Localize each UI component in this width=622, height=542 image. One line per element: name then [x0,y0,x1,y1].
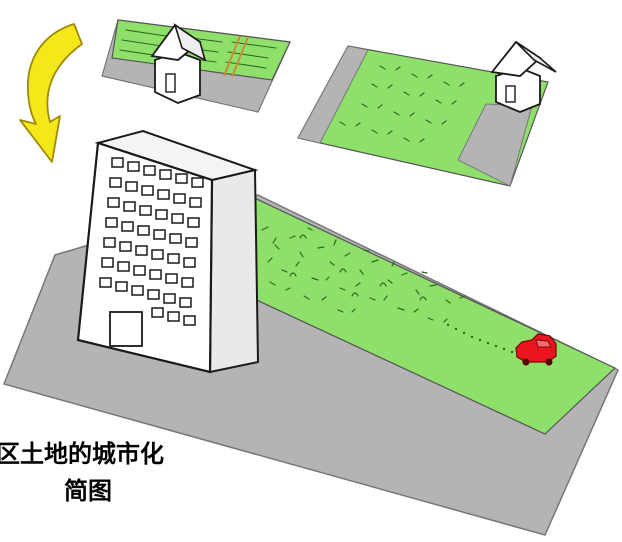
caption-line-2: 简图 [64,476,112,505]
right-tile-road-left [297,45,369,144]
building-door [109,311,143,347]
apartment-building-icon [76,129,260,374]
house-icon [490,40,557,113]
car-icon [515,333,557,366]
mower-track [446,323,514,354]
left-tile-fence [223,35,249,78]
building-side [208,168,260,374]
building-windows [99,157,204,326]
right-tile-grass-strokes [339,65,465,143]
rural-tile-left [101,19,291,113]
house-icon [150,23,207,104]
curved-arrow-icon [19,23,83,163]
caption-line-1: 区土地的城市化 [0,439,164,468]
lawn-grass-strokes [261,226,466,323]
rural-tile-right [297,40,557,187]
